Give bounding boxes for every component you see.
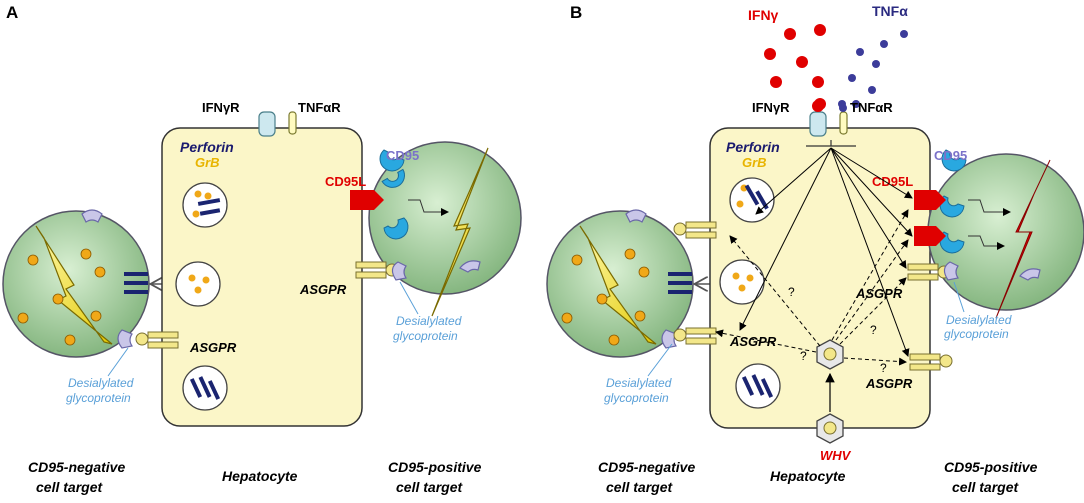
svg-text:?: ? <box>800 349 807 363</box>
desialylated-right-line2: glycoprotein <box>944 327 1009 341</box>
question-marks: ? ? ? ? <box>788 285 887 375</box>
svg-text:?: ? <box>870 323 877 337</box>
granzyme-bars <box>668 272 692 294</box>
cytotoxic-granule <box>182 365 228 411</box>
receptor-cup-icon <box>81 209 103 223</box>
receptor-cup-icon <box>391 261 407 281</box>
signaling-bracket <box>806 140 856 147</box>
cd95l-ligand <box>350 190 384 210</box>
lightning-bolt-icon <box>431 147 489 317</box>
caption-left-line1: CD95-negative <box>598 459 695 475</box>
cytotoxic-granule <box>182 182 228 228</box>
desialylated-right-line1: Desialylated <box>946 313 1012 327</box>
cd95-receptor <box>939 231 965 254</box>
caption-center: Hepatocyte <box>770 468 846 484</box>
cd95-receptor <box>383 217 409 240</box>
receptor-cup-icon <box>661 329 677 349</box>
svg-text:?: ? <box>880 361 887 375</box>
cd95l-label: CD95L <box>325 174 366 189</box>
cytotoxic-granule <box>719 259 765 305</box>
lightning-bolt-icon <box>995 159 1051 319</box>
ifngr-receptor <box>809 111 827 137</box>
ifng-label: IFNγ <box>748 7 779 23</box>
caption-left-line1: CD95-negative <box>28 459 125 475</box>
panel-a: A IFNγR TNFαR Perforin GrB <box>2 3 522 495</box>
signal-arrow <box>968 235 1005 250</box>
asgpr-lower-label: ASGPR <box>865 376 913 391</box>
cd95-receptor <box>939 195 965 218</box>
cd95-receptor <box>379 149 405 172</box>
cd95-receptor <box>381 168 405 188</box>
asgpr-receptor <box>355 261 399 279</box>
asgpr-left-label: ASGPR <box>729 334 777 349</box>
receptor-cup-icon <box>625 209 647 223</box>
cd95-label: CD95 <box>934 148 967 163</box>
cd95-receptor <box>941 149 967 172</box>
desialylated-left-line2: glycoprotein <box>66 391 131 405</box>
cd95-positive-target-cell <box>368 141 522 295</box>
granule-dots <box>17 248 106 346</box>
signal-arrow <box>408 199 449 216</box>
ifngr-label: IFNγR <box>202 100 240 115</box>
perforin-label: Perforin <box>180 139 234 155</box>
grb-label: GrB <box>742 155 767 170</box>
caption-left-line2: cell target <box>606 479 673 495</box>
receptor-cup-icon <box>943 261 959 281</box>
signal-arrow <box>968 199 1011 216</box>
cd95l-ligand <box>914 226 946 246</box>
grb-label: GrB <box>195 155 220 170</box>
tnfar-receptor <box>839 111 848 135</box>
tnfa-label: TNFα <box>872 3 908 19</box>
ifngr-receptor <box>258 111 276 137</box>
asgpr-right-label: ASGPR <box>299 282 347 297</box>
granzyme-bars <box>124 272 148 294</box>
dashed-arrows <box>715 209 909 366</box>
caption-right-line2: cell target <box>952 479 1019 495</box>
cd95l-ligand <box>914 190 946 210</box>
panel-b: B IFNγ TNFα <box>546 3 1084 495</box>
cytotoxic-granule <box>735 363 781 409</box>
caption-left-line2: cell target <box>36 479 103 495</box>
asgpr-receptor <box>909 353 953 371</box>
tnfar-label: TNFαR <box>298 100 341 115</box>
cd95-positive-target-cell <box>927 153 1084 311</box>
tnfar-label: TNFαR <box>850 100 893 115</box>
cd95l-label: CD95L <box>872 174 913 189</box>
asgpr-receptor <box>135 331 179 349</box>
panel-b-letter: B <box>570 3 582 22</box>
desialylated-right-line1: Desialylated <box>396 314 462 328</box>
desialylated-right-line2: glycoprotein <box>393 329 458 343</box>
desialylated-left-line1: Desialylated <box>606 376 672 390</box>
receptor-cup-icon <box>1019 268 1041 281</box>
caption-right-line1: CD95-positive <box>944 459 1038 475</box>
desialylated-left-line1: Desialylated <box>68 376 134 390</box>
cytotoxic-granule <box>729 177 775 223</box>
tnfa-molecules <box>838 30 908 108</box>
caption-right-line1: CD95-positive <box>388 459 482 475</box>
whv-label: WHV <box>820 448 852 463</box>
granule-dots <box>561 248 650 346</box>
cytotoxic-granule <box>175 261 221 307</box>
perforin-label: Perforin <box>726 139 780 155</box>
asgpr-receptor <box>673 221 717 239</box>
panel-a-letter: A <box>6 3 18 22</box>
lightning-bolt-icon <box>35 225 113 345</box>
receptor-cup-icon <box>459 260 481 273</box>
tnfar-receptor <box>288 111 297 135</box>
signaling-arrows <box>739 147 913 357</box>
desialylated-left-line2: glycoprotein <box>604 391 669 405</box>
caption-right-line2: cell target <box>396 479 463 495</box>
receptor-cup-icon <box>117 329 133 349</box>
caption-center: Hepatocyte <box>222 468 298 484</box>
asgpr-receptor <box>673 327 717 345</box>
ifngr-label: IFNγR <box>752 100 790 115</box>
asgpr-left-label: ASGPR <box>189 340 237 355</box>
ifng-molecules <box>764 24 826 110</box>
cd95-label: CD95 <box>386 148 419 163</box>
svg-text:?: ? <box>788 285 795 299</box>
lightning-bolt-icon <box>579 225 657 345</box>
